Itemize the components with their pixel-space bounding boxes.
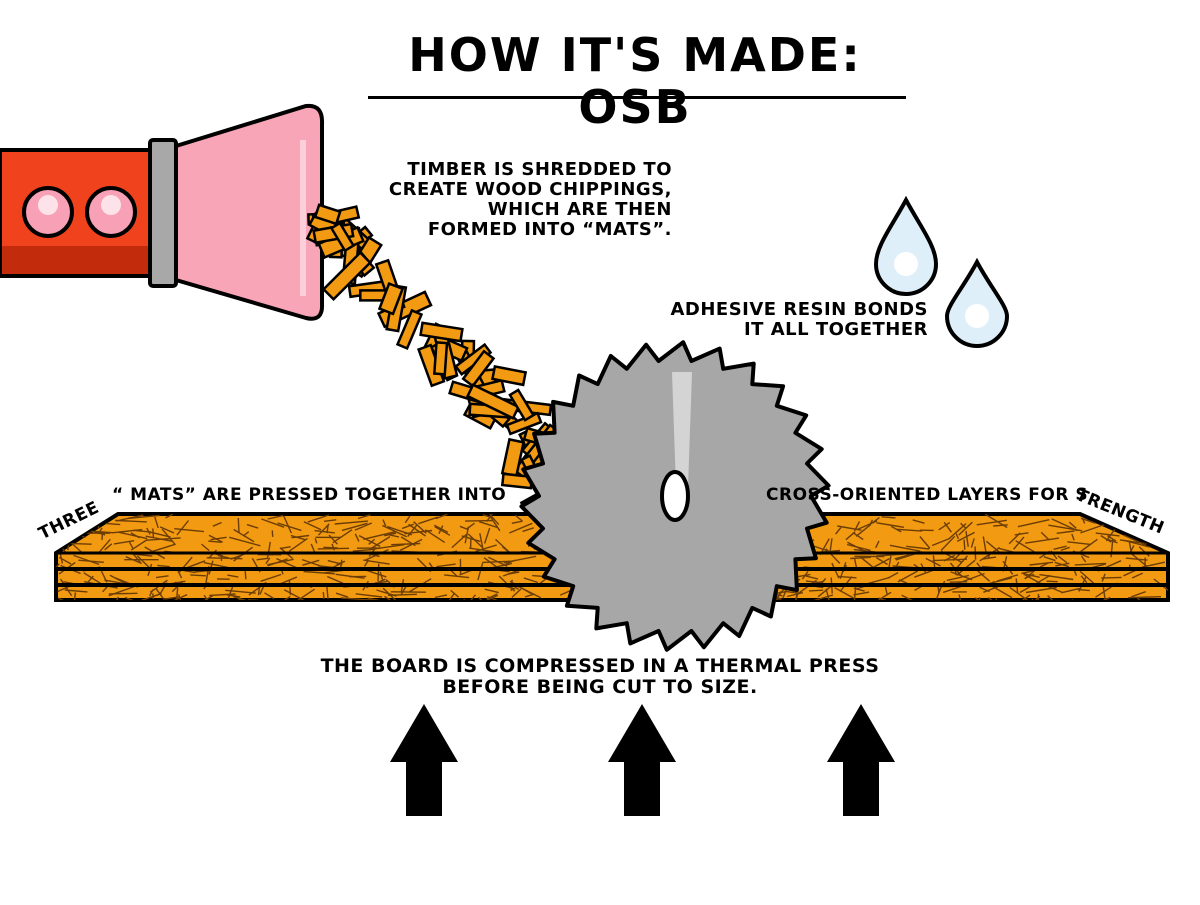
- note-line: FORMED INTO “MATS”.: [380, 220, 672, 240]
- note-line: IT ALL TOGETHER: [640, 320, 928, 340]
- shredding-note: TIMBER IS SHREDDED TO CREATE WOOD CHIPPI…: [380, 160, 672, 241]
- note-line: CREATE WOOD CHIPPINGS,: [380, 180, 672, 200]
- title-underline: [368, 96, 906, 99]
- board-caption-right: CROSS-ORIENTED LAYERS FOR S: [766, 486, 1088, 505]
- board-caption-left: “ MATS” ARE PRESSED TOGETHER INTO: [112, 486, 506, 505]
- note-line: WHICH ARE THEN: [380, 200, 672, 220]
- note-line: ADHESIVE RESIN BONDS: [640, 300, 928, 320]
- note-line: TIMBER IS SHREDDED TO: [380, 160, 672, 180]
- saw-arbor-hole: [662, 472, 688, 520]
- up-arrow-icon: [608, 704, 676, 816]
- note-line: BEFORE BEING CUT TO SIZE.: [300, 677, 900, 698]
- wood-chip-icon: [434, 342, 447, 374]
- water-drop-icon: [947, 262, 1007, 346]
- page-title: HOW IT'S MADE: OSB: [360, 30, 910, 133]
- wood-chip-icon: [421, 323, 463, 341]
- note-line: THE BOARD IS COMPRESSED IN A THERMAL PRE…: [300, 656, 900, 677]
- shredder-collar: [150, 140, 176, 286]
- resin-note: ADHESIVE RESIN BONDS IT ALL TOGETHER: [640, 300, 928, 340]
- shredder-icon: [0, 106, 322, 319]
- up-arrow-icon: [390, 704, 458, 816]
- water-drop-icon: [876, 200, 936, 294]
- up-arrow-icon: [827, 704, 895, 816]
- press-note: THE BOARD IS COMPRESSED IN A THERMAL PRE…: [300, 656, 900, 699]
